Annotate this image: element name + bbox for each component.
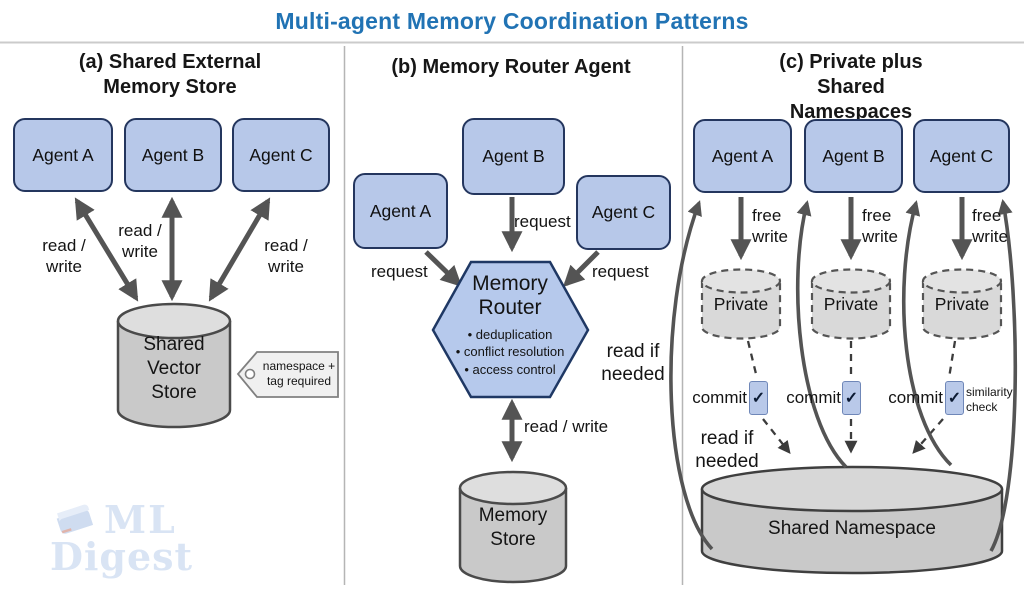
commit-label-a: commit [692,388,747,407]
read-write-label-b: read / write [118,221,162,261]
panel-b-agent-c: Agent C [576,175,671,250]
watermark-top: ML [104,496,177,542]
shared-namespace-label: Shared Namespace [768,518,936,539]
shared-vector-store-cylinder [116,302,232,429]
read-write-arrow-c [208,197,271,302]
panel-a-agent-b: Agent B [124,118,222,192]
panel-b-agent-b: Agent B [462,118,565,195]
read-arc-agent-c-left [901,200,953,467]
private-cylinders [700,268,1003,340]
panel-c-agent-c: Agent C [913,119,1010,193]
free-write-label-a: free write [752,206,788,246]
read-write-label-a: read / write [42,236,86,276]
commit-line-c-top [947,340,957,379]
panel-c-agent-a: Agent A [693,119,792,193]
request-arrow-c [563,250,600,287]
memory-router-hexagon [431,260,590,399]
panel-a-agent-c: Agent C [232,118,330,192]
panel-c-free-write-arrows [730,197,973,261]
panel-a-heading: (a) Shared External Memory Store [78,51,262,98]
panel-b-heading: (b) Memory Router Agent [391,56,631,78]
similarity-check-label: similarity check [966,385,1013,415]
panel-c-agent-b: Agent B [804,119,903,193]
namespace-tag [236,351,339,398]
memory-router-title: Memory Router [472,272,548,320]
tag-hole-icon [244,368,256,380]
free-write-label-c: free write [972,206,1008,246]
request-label-c: request [592,262,649,281]
private-cylinder-a [700,268,782,340]
private-cylinder-c [921,268,1003,340]
book-icon [56,504,94,534]
request-label-a: request [371,262,428,281]
watermark-bottom: Digest [50,534,194,579]
panel-b-agent-a: Agent A [353,173,448,249]
commit-line-a-top [746,340,759,379]
commit-dashed-lines [746,340,957,455]
shared-namespace-cylinder [700,465,1004,575]
read-arc-agent-b [795,200,848,469]
commit-label-b: commit [786,388,841,407]
free-write-label-b: free write [862,206,898,246]
watermark: ML Digest [50,494,194,580]
commit-checkbox-a: ✓ [749,381,768,415]
read-arc-agent-a [669,200,714,551]
panel-c-heading: (c) Private plus Shared Namespaces [779,51,923,123]
commit-line-a-bottom [762,418,791,455]
panel-a-agent-a: Agent A [13,118,113,192]
private-label-b: Private [823,294,879,314]
memory-store-cylinder [458,470,568,584]
namespace-tag-label: namespace + tag required [262,359,336,388]
panel-a-arrows [74,196,271,302]
shared-vector-store-label: Shared Vector Store [143,334,205,403]
read-arcs [669,199,1018,552]
read-write-label: read / write [524,417,609,436]
commit-label-c: commit [888,388,943,407]
page-title: Multi-agent Memory Coordination Patterns [275,8,749,34]
read-write-label-c: read / write [264,236,308,276]
commit-checkbox-b: ✓ [842,381,861,415]
private-label-a: Private [713,294,769,314]
request-arrow-a [424,250,463,287]
read-if-needed-label-1: read if needed [601,341,665,386]
memory-store-label: Memory Store [478,505,548,550]
panel-b-arrows [424,197,600,463]
memory-router-bullets: • deduplication • conflict resolution • … [455,327,565,377]
request-label-b: request [514,212,571,231]
commit-checkbox-c: ✓ [945,381,964,415]
private-label-c: Private [934,294,990,314]
read-if-needed-label-2: read if needed [695,428,759,473]
read-write-arrow-a [74,197,139,302]
private-cylinder-b [810,268,892,340]
read-arc-agent-c-right [989,199,1018,552]
